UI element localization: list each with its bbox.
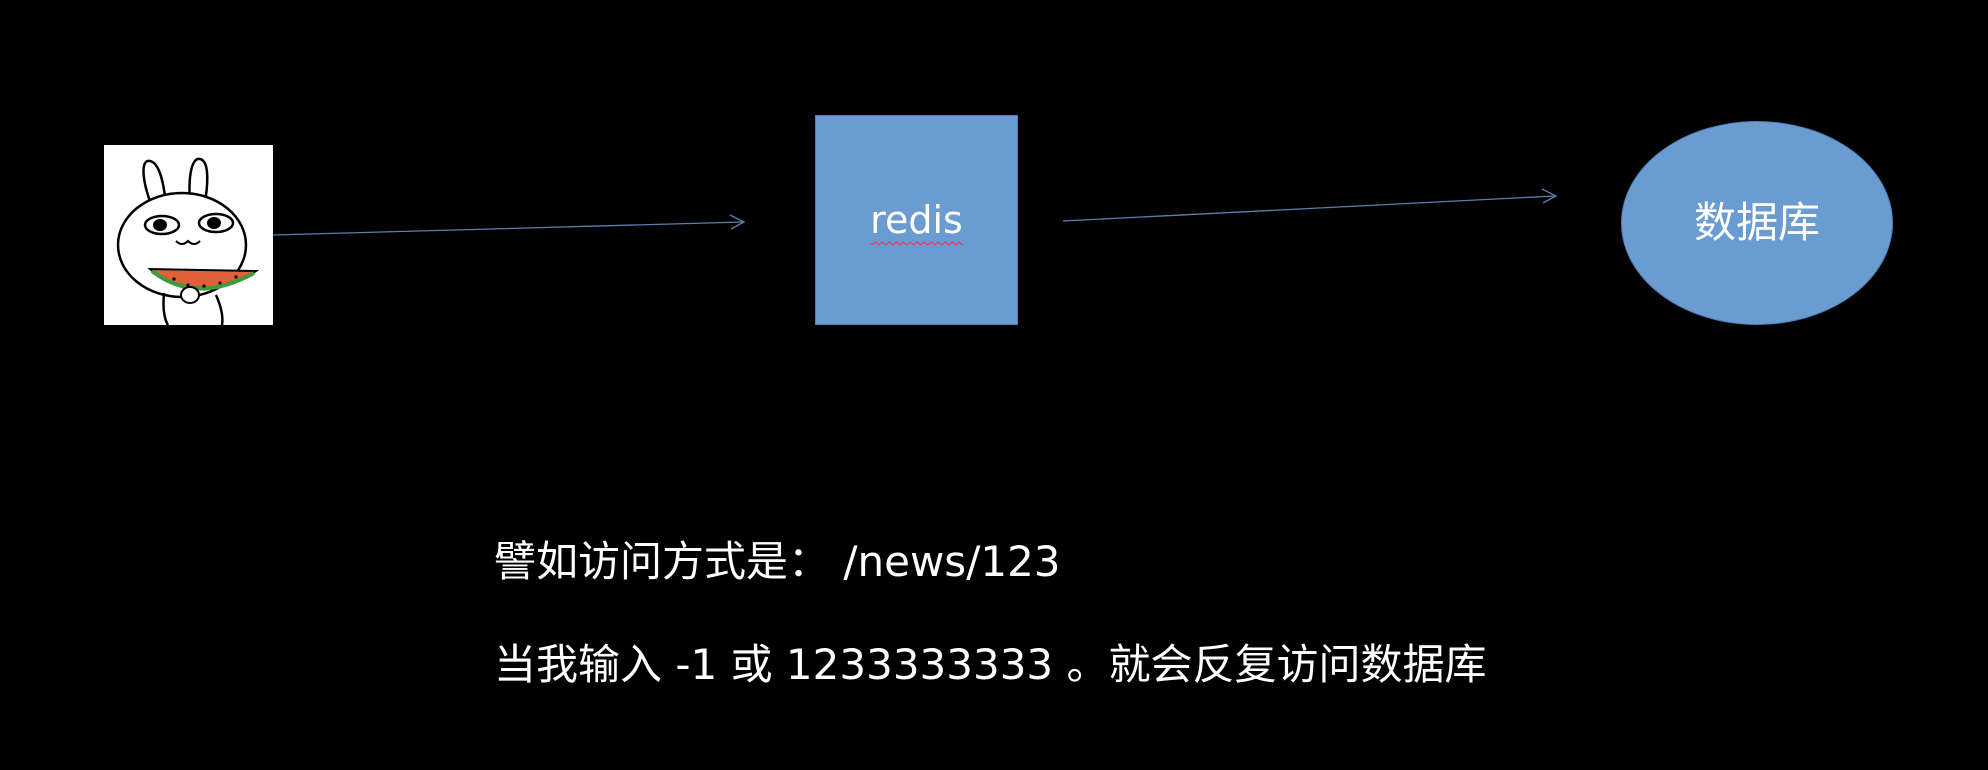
caption-access-example: 譬如访问方式是： /news/123 (494, 537, 1061, 586)
arrow-user-to-redis (272, 221, 744, 236)
rabbit-eating-watermelon-icon (116, 157, 260, 326)
redis-node: redis (815, 115, 1018, 325)
arrow-redis-to-database-head (1541, 188, 1558, 204)
caption-penetration-note: 当我输入 -1 或 1233333333 。就会反复访问数据库 (494, 640, 1487, 689)
arrow-user-to-redis-head (729, 214, 746, 230)
arrow-redis-to-database (1062, 195, 1556, 222)
user-avatar (104, 145, 273, 326)
database-label: 数据库 (1693, 198, 1820, 247)
redis-label: redis (870, 198, 963, 242)
database-node: 数据库 (1621, 121, 1893, 325)
